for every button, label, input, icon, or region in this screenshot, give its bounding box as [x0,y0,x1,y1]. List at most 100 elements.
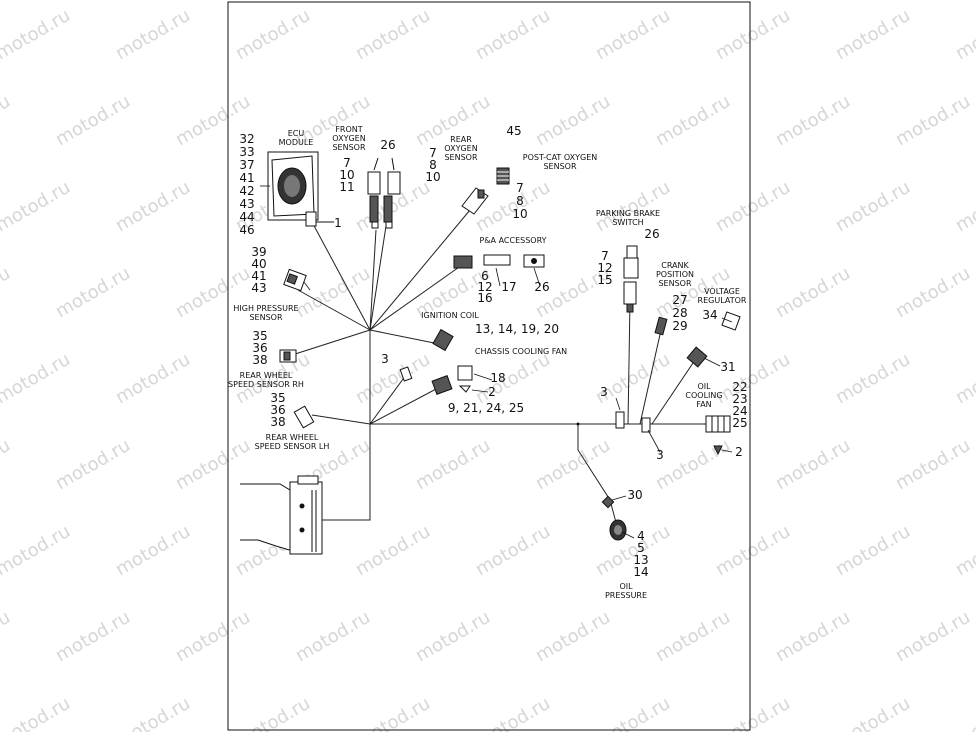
text-line: 25 [732,416,747,430]
text-line: 4 [637,529,645,543]
text-line: REAR [450,135,472,144]
callout-3-park: 3 [600,385,608,399]
callout-fan-list: 9, 21, 24, 25 [448,401,524,415]
text-line: PRESSURE [605,591,647,600]
text-line: CHASSIS COOLING FAN [475,347,567,356]
callout-pa-26: 26 [534,280,549,294]
text-line: REAR WHEEL [240,371,293,380]
text-line: 38 [270,415,285,429]
text-line: VOLTAGE [704,287,740,296]
rear-wheel-rh-connector [279,349,297,363]
chassis-fan-label: CHASSIS COOLING FAN [475,347,567,356]
leader-lines [260,185,733,539]
text-line: SENSOR [249,313,282,322]
oil-pressure-drawing [601,495,627,541]
pa-accessory-label: P&A ACCESSORY [479,236,546,245]
text-line: 37 [239,158,254,172]
text-line: 15 [597,273,612,287]
front-o2-connectors [367,157,401,229]
text-line: REGULATOR [698,296,747,305]
text-line: CRANK [661,261,689,270]
text-line: 8 [429,158,437,172]
callout-30: 30 [627,488,642,502]
text-line: 36 [252,341,267,355]
text-line: 39 [251,245,266,259]
text-line: OXYGEN [332,134,365,143]
text-line: 7 [516,181,524,195]
text-line: 29 [672,319,687,333]
text-line: 10 [512,207,527,221]
text-line: SENSOR [332,143,365,152]
callout-front-o2-26: 26 [380,138,395,152]
text-line: HIGH PRESSURE [233,304,298,313]
post-cat-o2-drawing [496,167,510,185]
rear-wheel-lh-connector [293,405,315,429]
callout-fan-2: 2 [488,385,496,399]
text-line: 28 [672,306,687,320]
ecu-module-drawing [267,151,334,227]
text-line: 46 [239,223,254,237]
text-line: P&A ACCESSORY [479,236,546,245]
crank-sensor-drawing [654,316,668,336]
text-line: 12 [597,261,612,275]
text-line: PARKING BRAKE [596,209,660,218]
ignition-coil-drawing [432,328,454,352]
text-line: 43 [251,281,266,295]
callout-vr-34: 34 [702,308,717,322]
text-line: 5 [637,541,645,555]
text-line: 7 [601,249,609,263]
connector-3-drawing [399,366,413,382]
text-line: 40 [251,257,266,271]
text-line: 23 [732,392,747,406]
callout-park-26: 26 [644,227,659,241]
text-line: REAR WHEEL [266,433,319,442]
text-line: 7 [429,146,437,160]
text-line: SPEED SENSOR RH [228,380,304,389]
text-line: 12 [477,280,492,294]
text-line: 8 [516,194,524,208]
text-line: POST-CAT OXYGEN [523,153,598,162]
callout-fan-18: 18 [490,371,505,385]
trunk-connectors [576,411,651,433]
text-line: OIL [619,582,633,591]
text-line: SENSOR [543,162,576,171]
text-line: 41 [251,269,266,283]
text-line: FAN [696,400,711,409]
text-line: OXYGEN [444,144,477,153]
text-line: 7 [343,156,351,170]
callout-3-trunk: 3 [656,448,664,462]
text-line: 35 [252,329,267,343]
ignition-coil-label: IGNITION COIL [421,311,479,320]
text-line: 36 [270,403,285,417]
text-line: IGNITION COIL [421,311,479,320]
pa-connectors [453,254,545,269]
text-line: COOLING [685,391,722,400]
text-line: SWITCH [612,218,643,227]
text-line: 16 [477,291,492,305]
oil-cooling-fan-connector [705,415,731,456]
text-line: 44 [239,210,254,224]
text-line: 10 [425,170,440,184]
text-line: 13 [633,553,648,567]
text-line: 14 [633,565,648,579]
frame-fragment [240,475,323,555]
text-line: 10 [339,168,354,182]
callout-3-ign: 3 [381,352,389,366]
text-line: ECU [288,129,305,138]
